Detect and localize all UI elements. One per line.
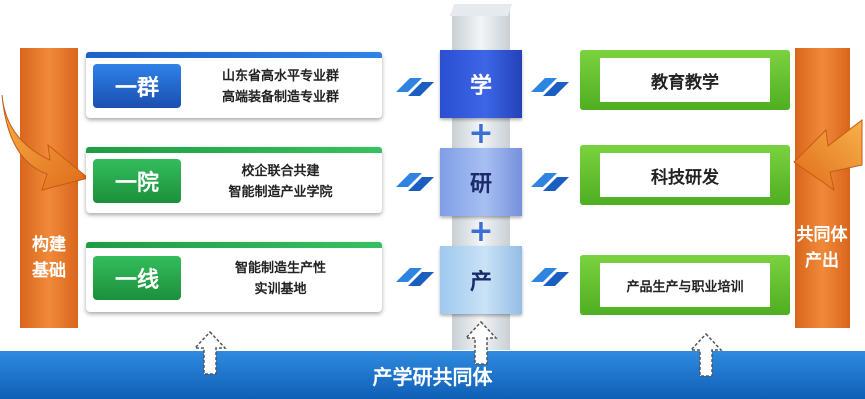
link-icon	[531, 268, 569, 286]
card-row-1-text: 山东省高水平专业群 高端装备制造专业群	[188, 66, 373, 108]
card-row-2-line2: 智能制造产业学院	[228, 185, 333, 200]
tag-row-3: 一线	[93, 256, 181, 300]
right-pillar-label-line1: 共同体	[796, 225, 848, 245]
link-icon	[396, 268, 434, 286]
card-row-2-topbar	[86, 147, 382, 153]
up-arrow-icon	[464, 320, 498, 365]
bottom-band-title: 产学研共同体	[372, 364, 493, 389]
tag-row-2: 一院	[93, 159, 181, 203]
output-label-1: 教育教学	[651, 72, 719, 93]
right-pillar-label-line2: 产出	[805, 251, 839, 271]
up-arrow-icon	[689, 332, 723, 377]
up-arrow-icon	[193, 330, 227, 375]
center-column-top	[449, 4, 513, 16]
left-pillar-label-line1: 构建	[32, 235, 66, 255]
bottom-band: 产学研共同体	[0, 351, 865, 399]
card-row-3-topbar	[86, 242, 382, 248]
link-icon	[396, 78, 434, 96]
output-box-1: 教育教学	[580, 50, 790, 110]
cube-study: 学	[440, 50, 522, 118]
plus-icon: +	[468, 214, 494, 249]
output-box-1-inner: 教育教学	[600, 58, 770, 102]
card-row-2-text: 校企联合共建 智能制造产业学院	[188, 161, 373, 203]
output-box-3: 产品生产与职业培训	[580, 255, 790, 315]
card-row-1-topbar	[86, 52, 382, 58]
card-row-3-line1: 智能制造生产性	[234, 261, 326, 276]
link-icon	[531, 78, 569, 96]
link-icon	[396, 173, 434, 191]
output-box-2: 科技研发	[580, 145, 790, 205]
left-pillar-label-line2: 基础	[32, 261, 66, 281]
output-box-3-inner: 产品生产与职业培训	[600, 263, 770, 307]
output-label-3: 产品生产与职业培训	[626, 279, 744, 295]
output-box-2-inner: 科技研发	[600, 153, 770, 197]
left-arrow-icon	[793, 118, 863, 192]
output-label-2: 科技研发	[651, 167, 719, 188]
card-row-3-line2: 实训基地	[254, 282, 307, 297]
right-pillar-label: 共同体 产出	[792, 222, 852, 274]
plus-icon: +	[468, 116, 494, 151]
card-row-1-line2: 高端装备制造专业群	[221, 90, 339, 105]
card-row-3-text: 智能制造生产性 实训基地	[188, 258, 373, 300]
tag-row-1: 一群	[93, 64, 181, 108]
curved-arrow-icon	[1, 94, 90, 191]
card-row-1-line1: 山东省高水平专业群	[221, 69, 339, 84]
cube-research: 研	[440, 148, 522, 216]
right-pillar	[795, 48, 850, 328]
card-row-2-line1: 校企联合共建	[241, 164, 320, 179]
left-pillar-label: 构建 基础	[19, 232, 79, 284]
link-icon	[531, 173, 569, 191]
cube-production: 产	[440, 246, 522, 314]
